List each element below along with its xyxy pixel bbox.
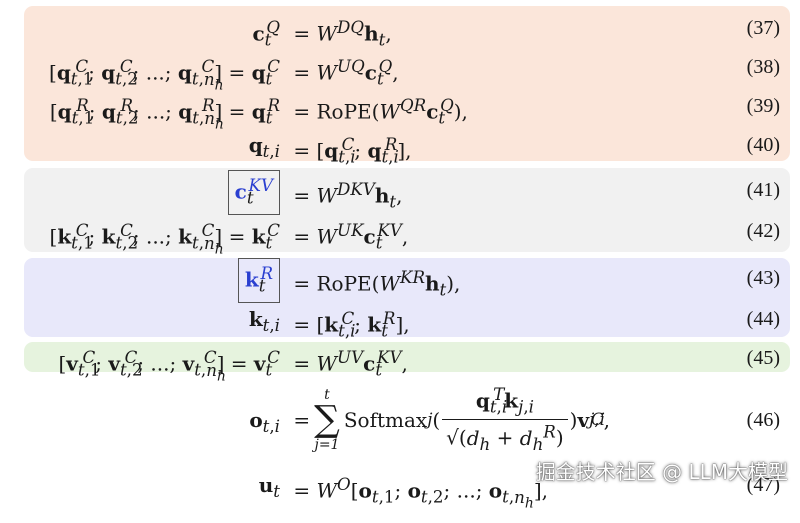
summation: t∑j=1 bbox=[314, 387, 340, 453]
boxed-rope-key: ktR bbox=[237, 258, 280, 303]
equation-number: (45) bbox=[746, 347, 780, 369]
equation-lhs: [qt,1R; qt,2R; ...; qt,nhR] = qtR bbox=[49, 96, 280, 132]
equation-number: (42) bbox=[746, 220, 780, 242]
equation-number: (37) bbox=[746, 17, 780, 39]
equation-44: kt,i = [kt,iC; ktR], (44) bbox=[0, 299, 800, 341]
equation-43: ktR = RoPE(WKRht), (43) bbox=[0, 258, 800, 303]
equation-rhs: = WDQht, bbox=[287, 18, 392, 50]
highlight-query-block bbox=[24, 6, 790, 161]
highlight-value-block bbox=[24, 342, 790, 372]
highlight-rope-key-block bbox=[24, 258, 790, 337]
equation-rhs: = WUVctKV, bbox=[287, 348, 408, 380]
equation-lhs: kt,i bbox=[248, 307, 280, 335]
equation-number: (38) bbox=[746, 56, 780, 78]
equation-number: (44) bbox=[746, 308, 780, 330]
equation-45: [vt,1C; vt,2C; ...; vt,nhC] = vtC = WUVc… bbox=[0, 338, 800, 384]
equation-lhs: [qt,1C; qt,2C; ...; qt,nhC] = qtC bbox=[49, 57, 280, 93]
equation-rhs: = WDKVht, bbox=[287, 180, 403, 212]
equation-number: (41) bbox=[746, 179, 780, 201]
equation-lhs: qt,i bbox=[248, 133, 280, 161]
equation-number: (47) bbox=[746, 474, 780, 496]
equation-lhs: ktR bbox=[237, 258, 280, 303]
equation-39: [qt,1R; qt,2R; ...; qt,nhR] = qtR = RoPE… bbox=[0, 86, 800, 132]
equation-40: qt,i = [qt,iC; qt,iR], (40) bbox=[0, 125, 800, 167]
equation-lhs: ot,i bbox=[249, 408, 280, 436]
equation-42: [kt,1C; kt,2C; ...; kt,nhC] = ktC = WUKc… bbox=[0, 211, 800, 257]
watermark-text: 掘金技术社区 @ LLM大模型 bbox=[535, 460, 788, 484]
equation-rhs: = WUQctQ, bbox=[287, 57, 399, 89]
equation-37: ctQ = WDQht, (37) bbox=[0, 8, 800, 50]
highlight-kv-compression-block bbox=[24, 168, 790, 252]
equation-41: ctKV = WDKVht, (41) bbox=[0, 170, 800, 215]
equation-38: [qt,1C; qt,2C; ...; qt,nhC] = qtC = WUQc… bbox=[0, 47, 800, 93]
equation-number: (46) bbox=[746, 409, 780, 431]
equation-number: (40) bbox=[746, 134, 780, 156]
equation-lhs: [kt,1C; kt,2C; ...; kt,nhC] = ktC bbox=[49, 221, 281, 257]
boxed-kv-latent: ctKV bbox=[227, 170, 280, 215]
equation-rhs: = WUKctKV, bbox=[287, 221, 409, 253]
equation-rhs: = RoPE(WKRht), bbox=[287, 268, 461, 300]
equation-lhs: ctQ bbox=[252, 18, 280, 50]
equation-rhs: = [kt,iC; ktR], bbox=[287, 309, 410, 341]
equation-lhs: ctKV bbox=[227, 170, 280, 215]
equation-rhs: = RoPE(WQRctQ), bbox=[287, 96, 468, 128]
equation-number: (39) bbox=[746, 95, 780, 117]
attention-fraction: qt,iTkj,i √(dh + dhR) bbox=[442, 386, 568, 454]
equation-47: ut = WO[ot,1; ot,2; ...; ot,nh], (47) bbox=[0, 465, 800, 511]
equation-lhs: [vt,1C; vt,2C; ...; vt,nhC] = vtC bbox=[58, 348, 280, 384]
equation-rhs: = WO[ot,1; ot,2; ...; ot,nh], bbox=[287, 475, 548, 511]
equation-lhs: ut bbox=[258, 473, 280, 501]
equation-rhs: = [qt,iC; qt,iR], bbox=[287, 135, 412, 167]
equation-number: (43) bbox=[746, 267, 780, 289]
